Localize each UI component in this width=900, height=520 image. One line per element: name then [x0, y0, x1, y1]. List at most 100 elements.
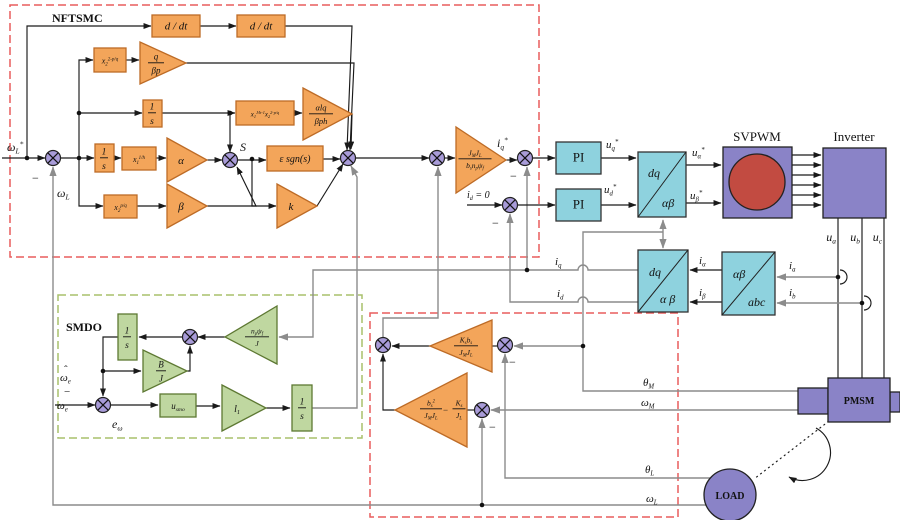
derivative-1: [151, 14, 201, 38]
label-iq-ref: iq*: [497, 135, 508, 151]
ia-hook: [839, 269, 848, 285]
frac-q-bp-den: βp: [151, 66, 161, 76]
minus-theta: −: [509, 355, 516, 369]
gain-alpha: [166, 136, 209, 184]
smdo-box: [57, 294, 363, 439]
shaft-comp-sum2: [382, 166, 442, 337]
gain-l1-label: l1: [234, 404, 240, 416]
usmo-block-label: usmo: [171, 401, 185, 413]
shaft-model-box: [369, 312, 679, 518]
label-ualpha: uα*: [692, 147, 705, 161]
label-ia: ia: [789, 260, 796, 273]
x2-pow-2pq: [93, 47, 127, 73]
label-ab-v: αβ: [662, 196, 674, 210]
rotation-arrow: [788, 427, 832, 484]
eps-sgn-s: [266, 145, 324, 172]
frac-alq-bph-num: αlq: [315, 103, 327, 113]
svpwm-circle: [728, 153, 786, 211]
frac-1s-smdo-b-num: 1: [300, 398, 305, 408]
bs2-out: [380, 353, 395, 411]
label-ud: ud*: [604, 184, 617, 198]
beta-sums: [207, 166, 257, 207]
gain-npsi: [223, 304, 278, 366]
frac-minus: −: [443, 405, 448, 415]
frac-1s-b-den: s: [102, 162, 106, 172]
label-s: S: [240, 140, 246, 154]
pi-q: [555, 141, 602, 175]
label-abc: abc: [748, 295, 766, 309]
label-theta-m: θM: [643, 377, 654, 390]
junction-dot-7: [479, 502, 485, 508]
label-omega-l-fb: ωL: [57, 186, 70, 202]
label-theta-l: θL: [645, 464, 654, 477]
frac-npsi-num: npψf: [251, 327, 264, 338]
frac-1s-b-num: 1: [102, 148, 107, 158]
label-ibeta: iβ: [699, 287, 706, 300]
title-smdo: SMDO: [66, 320, 102, 334]
derivative-2-label: d / dt: [250, 21, 274, 33]
ab-abc-diagonal: [721, 251, 776, 316]
label-ub: ub: [850, 230, 860, 246]
gain-beta-label: β: [177, 201, 184, 213]
junction-dot-4: [249, 156, 255, 162]
x1x2-term-label: x1J/h-1x22-p/q: [250, 110, 280, 119]
sum-theta-x2: [499, 339, 511, 351]
frac-ks-jl-den: JL: [456, 411, 462, 422]
derivative-1-label: d / dt: [165, 21, 189, 33]
minus-omega-e: −: [64, 386, 70, 398]
label-e-omega: eω: [112, 417, 123, 433]
junction-dot-8: [100, 368, 106, 374]
frac-1s-smdo-a-num: 1: [125, 327, 130, 337]
sum-control-1-x2: [342, 152, 354, 164]
label-ua: ua: [826, 230, 836, 246]
label-uc: uc: [873, 230, 883, 246]
err-up-x2: [78, 57, 94, 158]
frac-bs2-den: JMJL: [424, 411, 438, 422]
ref-to-ddt: [26, 23, 152, 158]
dq-ab-voltage-diagonal: [637, 151, 687, 218]
s-to-k: [251, 159, 277, 209]
iq-feedback: [278, 264, 638, 341]
title-nftsmc: NFTSMC: [52, 11, 103, 25]
x1-pow-1h-label: x11/h: [132, 155, 146, 166]
smdo-out-sum1: [312, 165, 359, 409]
label-omega-m: ωM: [641, 397, 655, 410]
label-iq-fb: iq: [555, 256, 562, 269]
frac-ks-jl-num: Ks: [455, 399, 463, 410]
theta-m-up: [582, 231, 663, 346]
frac-jmjl-num: JMJL: [468, 149, 482, 160]
ddt2-sum1: [285, 25, 353, 151]
int-to-errsum: [100, 336, 118, 397]
label-ab-i: α β: [660, 292, 675, 306]
frac-ksbs-num: Ksbs: [459, 336, 473, 347]
pmsm-block: [827, 377, 891, 423]
derivative-2: [236, 14, 286, 38]
frac-1s-a-num: 1: [150, 103, 155, 113]
sum-omega-x2: [476, 404, 488, 416]
frac-1s-smdo-a-den: s: [125, 341, 129, 351]
gain-jmjl: [455, 125, 508, 195]
sum-iq-x2: [519, 152, 531, 164]
gain-beta: [166, 182, 209, 230]
pi-q-label: PI: [573, 150, 585, 165]
minus-iq: −: [510, 169, 517, 183]
junction-dot-5: [524, 267, 530, 273]
label-omega-e: ωe: [57, 400, 68, 413]
sum-speed-error-x2: [47, 152, 59, 164]
title-svpwm: SVPWM: [733, 129, 781, 144]
frac-ksbs-den: JMJL: [459, 348, 473, 359]
junction-dot-10: [859, 300, 865, 306]
label-id-fb: id: [557, 288, 564, 301]
label-ab-2: αβ: [733, 267, 745, 281]
x1-pow-1h: [121, 146, 157, 171]
junction-dot-6: [580, 343, 586, 349]
minus-omega: −: [489, 420, 496, 434]
frac-alq-bph-den: βph: [314, 116, 328, 126]
frac-1s-a-den: s: [150, 117, 154, 127]
gain-k-label: k: [289, 201, 295, 213]
ib-hook: [863, 295, 872, 311]
sum-observer-x2: [184, 331, 196, 343]
label-ib: ib: [789, 287, 796, 300]
sum-omega-error-x2: [97, 399, 109, 411]
